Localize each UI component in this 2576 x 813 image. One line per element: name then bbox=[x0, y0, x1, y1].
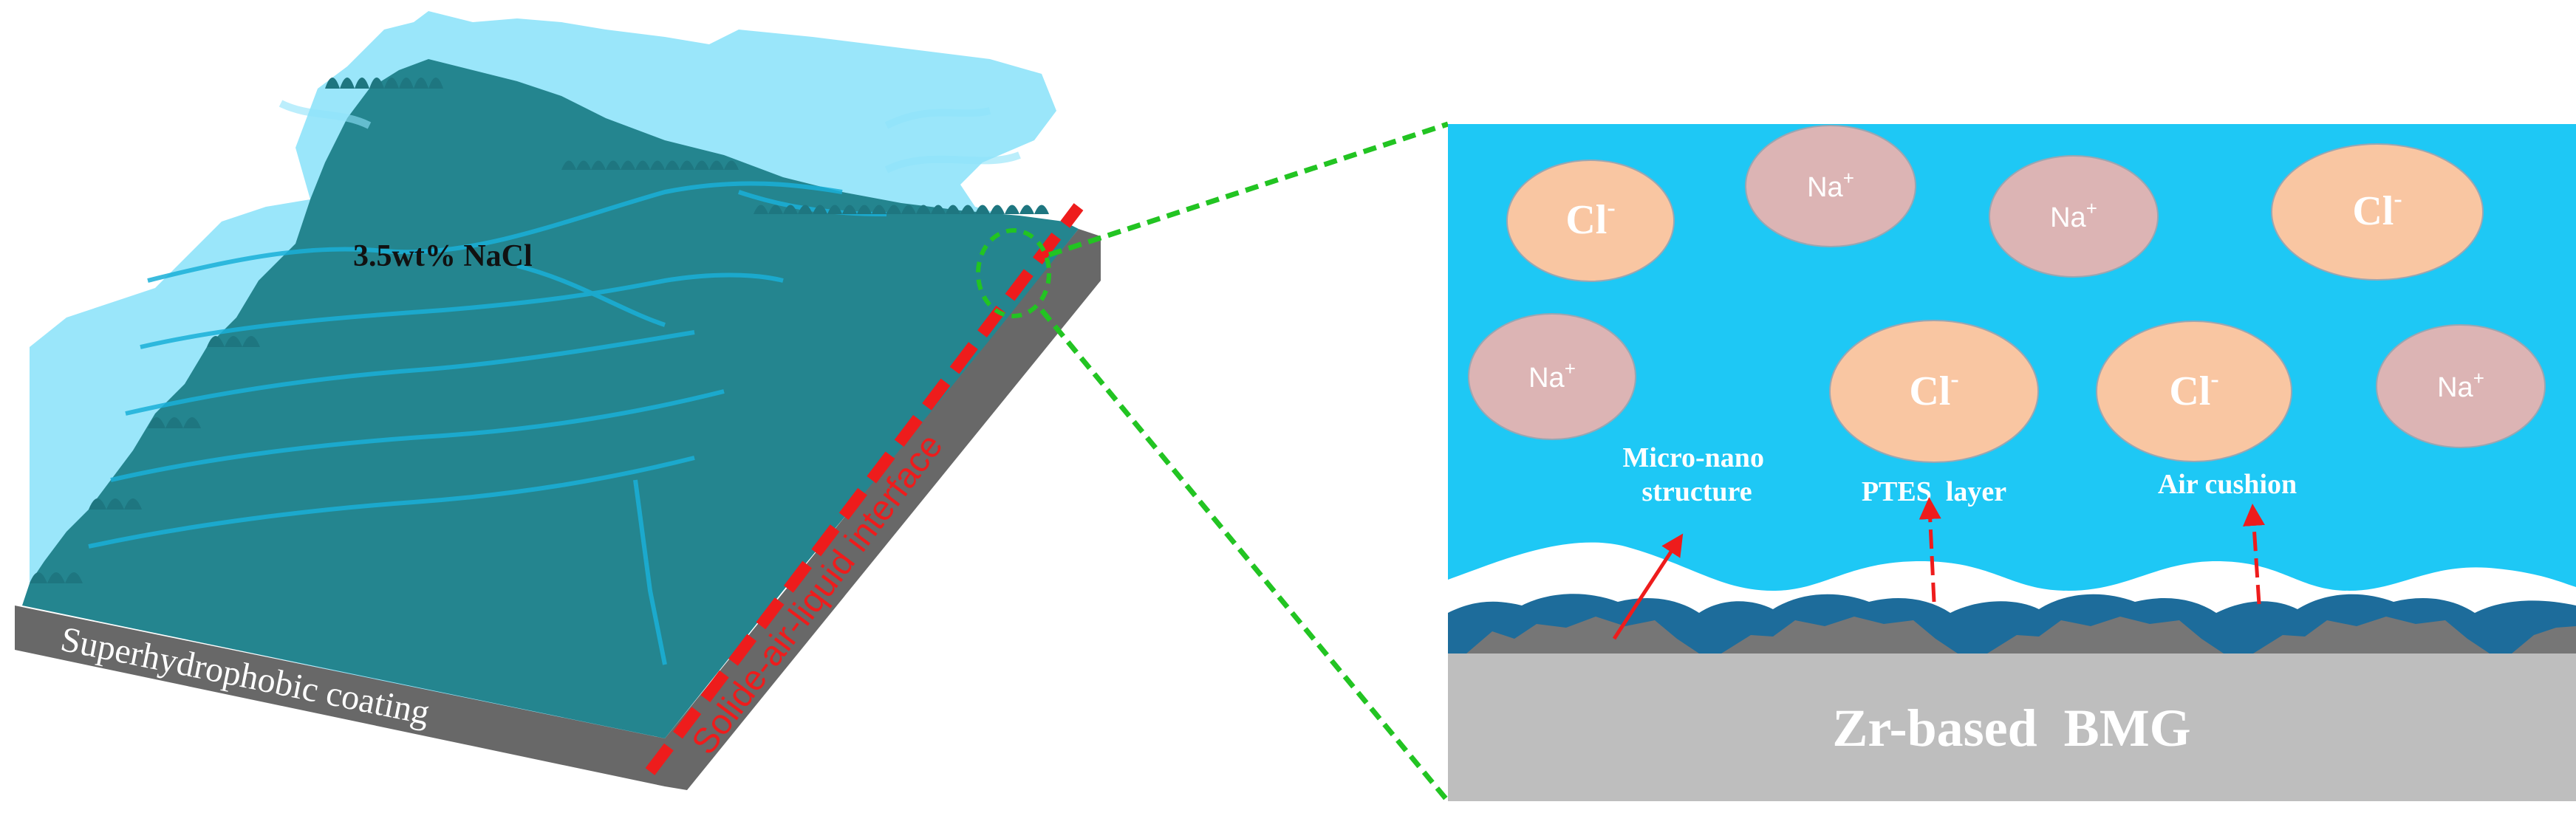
svg-text:Na+: Na+ bbox=[2050, 197, 2097, 233]
svg-text:Cl-: Cl- bbox=[1565, 194, 1615, 243]
ion-na-2: Na+ bbox=[1989, 155, 2159, 278]
svg-text:Na+: Na+ bbox=[1528, 357, 1576, 394]
ion-cl-4: Cl- bbox=[2096, 320, 2292, 462]
svg-text:Cl-: Cl- bbox=[1909, 366, 1958, 414]
micro-nano-arrow bbox=[1612, 533, 1684, 640]
svg-text:Na+: Na+ bbox=[2437, 367, 2484, 403]
left-coating-block: 3.5wt% NaCl Superhydrophobic coating Sol… bbox=[15, 11, 1101, 790]
interface-dashed-line bbox=[645, 203, 1084, 775]
substrate-bmg bbox=[1448, 654, 2576, 801]
zoom-panel: Cl- Na+ Na+ Cl- Na+ Cl- Cl- Na+ bbox=[1448, 124, 2576, 801]
substrate-label: Zr-based BMG bbox=[1832, 699, 2190, 758]
coating-terraces bbox=[22, 59, 1079, 738]
ion-cl-3: Cl- bbox=[1829, 320, 2039, 463]
ptes-layer-label: PTES layer bbox=[1862, 476, 2006, 507]
ion-cl-1: Cl- bbox=[1506, 159, 1675, 282]
coating-slab-side bbox=[665, 229, 1101, 790]
micro-nano-label: Micro-nano structure bbox=[1623, 442, 1772, 507]
zoom-origin-ellipse bbox=[976, 228, 1051, 318]
terrace-ridges bbox=[88, 181, 887, 665]
ion-cl-2: Cl- bbox=[2271, 143, 2484, 281]
ion-na-4: Na+ bbox=[2376, 324, 2546, 448]
coating-slab-front bbox=[15, 606, 665, 786]
air-cushion-arrow bbox=[2243, 504, 2265, 605]
svg-text:Na+: Na+ bbox=[1807, 167, 1854, 203]
air-cushion-label: Air cushion bbox=[2158, 469, 2297, 500]
ion-na-1: Na+ bbox=[1745, 125, 1916, 247]
zoom-line-bottom bbox=[1039, 308, 1450, 803]
svg-text:Cl-: Cl- bbox=[2352, 185, 2402, 234]
solution-label: 3.5wt% NaCl bbox=[353, 239, 533, 273]
scallop-texture bbox=[30, 78, 1049, 583]
zoom-line-top bbox=[1048, 121, 1449, 258]
ptes-arrow bbox=[1919, 497, 1941, 603]
micro-nano-structure bbox=[1466, 617, 2576, 654]
water-streaks bbox=[279, 100, 1021, 174]
svg-text:Cl-: Cl- bbox=[2169, 366, 2218, 414]
ion-na-3: Na+ bbox=[1468, 313, 1636, 440]
